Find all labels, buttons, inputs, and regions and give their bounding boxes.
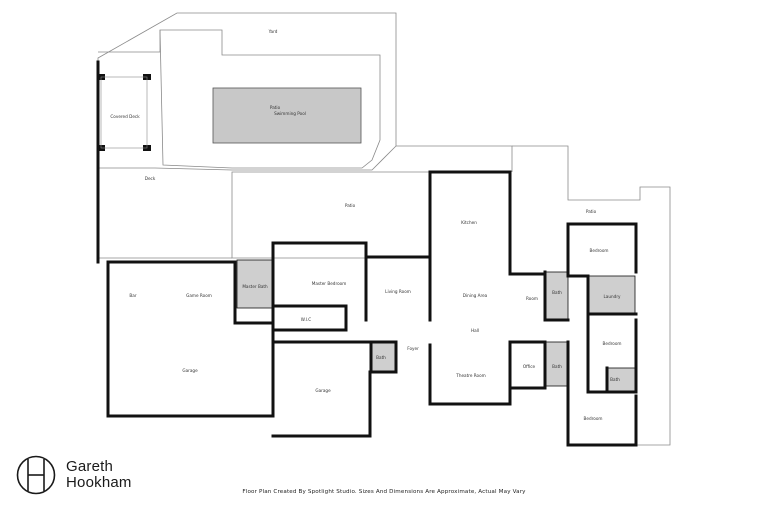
- wall: [428, 170, 547, 322]
- label-covered-deck: Covered Deck: [110, 114, 140, 119]
- label-bedroom-3: Bedroom: [584, 416, 603, 421]
- bath-1-fill: [544, 271, 569, 322]
- swimming-pool: [212, 87, 362, 144]
- label-bath-2: Bath: [376, 355, 386, 360]
- label-swimming-pool: Swimming Pool: [274, 111, 306, 116]
- label-patio-main: Patio: [345, 203, 356, 208]
- outdoor-outlines: [97, 12, 671, 446]
- pool-deck-outline: [159, 29, 381, 169]
- room-labels: Yard Patio Swimming Pool Covered Deck De…: [110, 29, 621, 421]
- patio-main-outline: [231, 171, 431, 259]
- bath-4-fill: [606, 367, 636, 393]
- patio-east-outline: [396, 145, 513, 172]
- walls: [96, 60, 638, 447]
- label-dining-area: Dining Area: [463, 293, 488, 298]
- label-laundry: Laundry: [603, 294, 621, 299]
- patio-east-edge: [512, 145, 671, 446]
- label-bedroom-1: Bedroom: [590, 248, 609, 253]
- brand-block: Gareth Hookham: [16, 455, 132, 495]
- label-garage-small: Garage: [315, 388, 331, 393]
- label-yard: Yard: [268, 29, 278, 34]
- label-game-room: Game Room: [186, 293, 212, 298]
- wall: [566, 222, 638, 274]
- label-patio-east: Patio: [586, 209, 597, 214]
- label-garage-large: Garage: [182, 368, 198, 373]
- wall: [566, 340, 638, 447]
- wall: [543, 270, 570, 322]
- label-wic: W.I.C: [301, 317, 312, 322]
- master-bath-fill: [236, 259, 274, 309]
- label-patio-pool: Patio: [270, 105, 281, 110]
- gh-monogram-icon: [16, 455, 56, 495]
- brand-name-line2: Hookham: [66, 474, 132, 491]
- label-deck: Deck: [145, 176, 156, 181]
- label-master-bath: Master Bath: [242, 284, 268, 289]
- label-bar: Bar: [129, 293, 136, 298]
- wall: [566, 222, 590, 278]
- label-kitchen: Kitchen: [461, 220, 477, 225]
- wall: [233, 260, 274, 325]
- wall: [271, 304, 348, 332]
- covered-deck-outline: [100, 76, 148, 149]
- yard-inner-line: [98, 30, 161, 53]
- label-master-bedroom: Master Bedroom: [312, 281, 347, 286]
- label-foyer: Foyer: [407, 346, 419, 351]
- wall: [271, 370, 372, 438]
- laundry-fill: [587, 275, 636, 315]
- yard-outline: [97, 12, 397, 171]
- label-theatre-room: Theatre Room: [455, 373, 485, 378]
- label-bedroom-2: Bedroom: [603, 341, 622, 346]
- wet-areas: [236, 259, 636, 393]
- label-bath-4: Bath: [610, 377, 620, 382]
- deck-posts: [97, 74, 151, 151]
- brand-name: Gareth Hookham: [66, 459, 132, 491]
- wall: [293, 241, 368, 308]
- wall: [428, 340, 547, 406]
- label-office: Office: [523, 364, 536, 369]
- disclaimer-text: Floor Plan Created By Spotlight Studio. …: [242, 489, 526, 495]
- label-room: Room: [526, 296, 538, 301]
- brand-name-line1: Gareth: [66, 458, 114, 475]
- wall: [344, 340, 398, 374]
- label-hall: Hall: [471, 328, 479, 333]
- label-bath-1: Bath: [552, 290, 562, 295]
- label-living-room: Living Room: [385, 289, 411, 294]
- wall: [586, 312, 638, 394]
- label-bath-3: Bath: [552, 364, 562, 369]
